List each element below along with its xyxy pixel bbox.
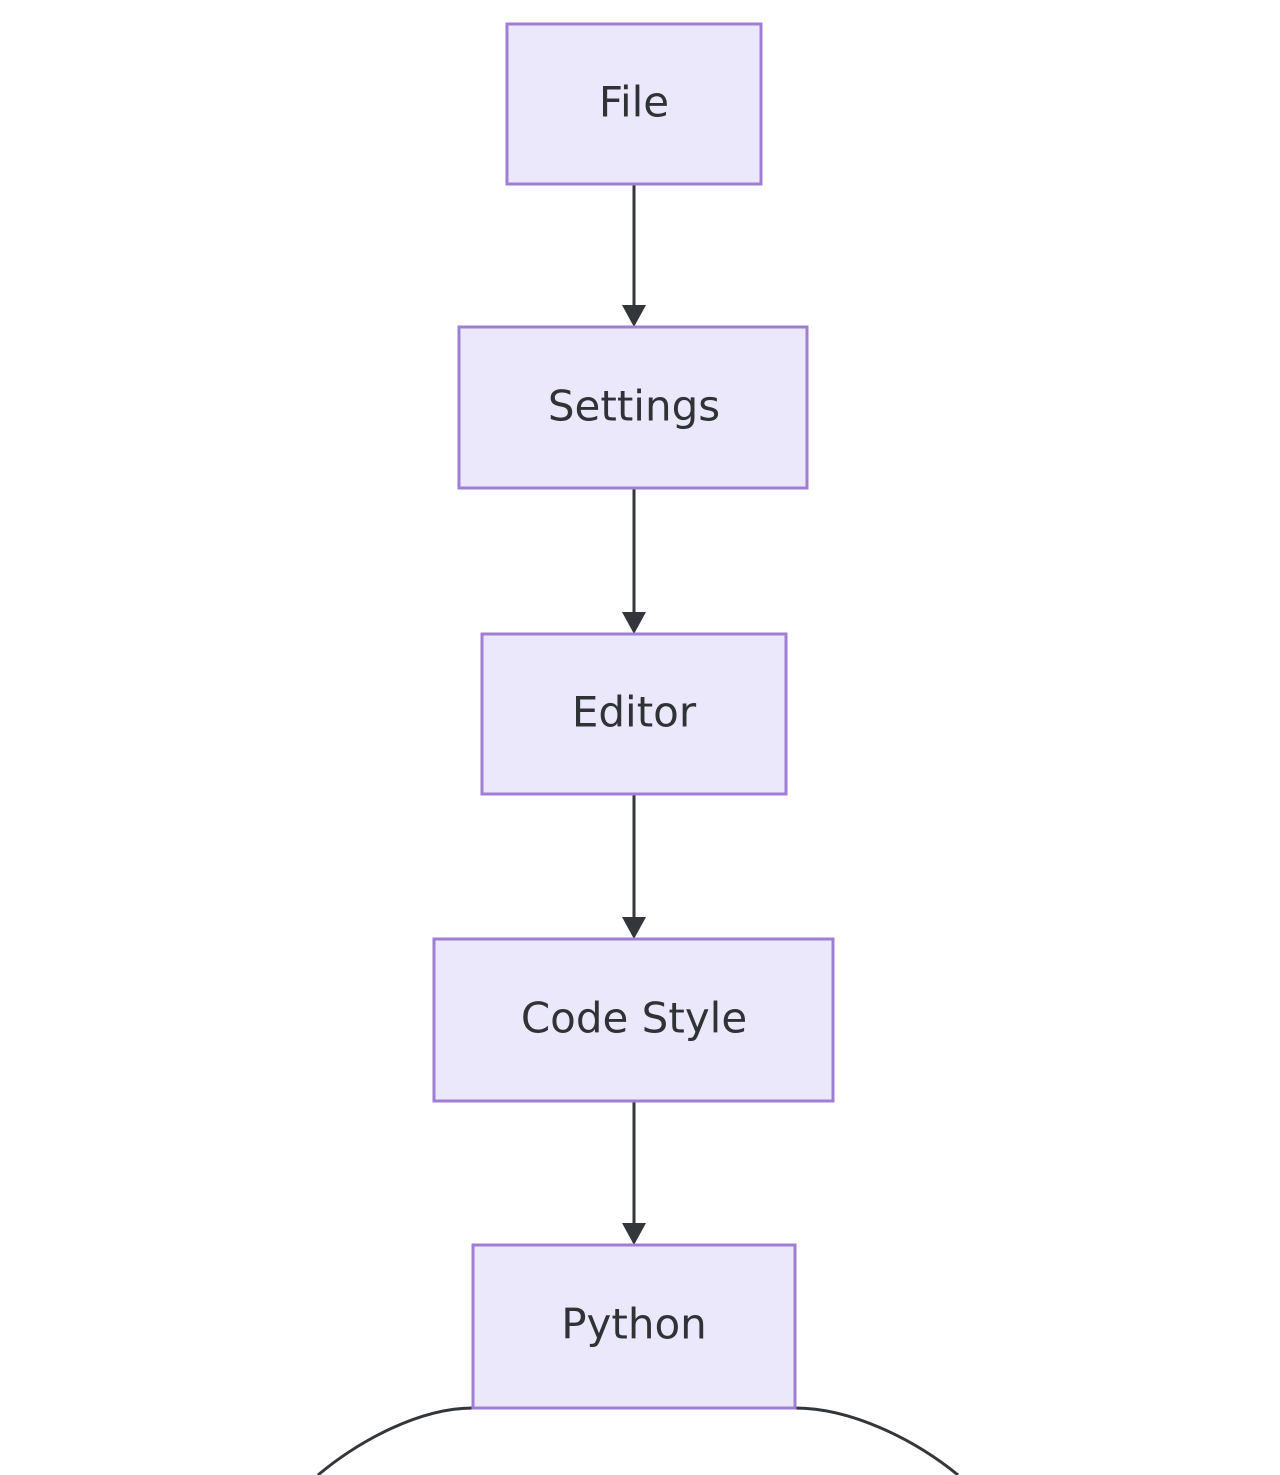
edge-settings-to-editor <box>622 488 646 634</box>
node-editor-box[interactable] <box>480 632 788 796</box>
node-settings-label: Settings <box>548 382 720 431</box>
node-code-style[interactable]: Code Style <box>432 937 835 1103</box>
arrowhead-settings-editor <box>622 612 646 634</box>
arrowhead-editor-codestyle <box>622 917 646 939</box>
arrowhead-file-settings <box>622 305 646 327</box>
edge-file-to-settings <box>622 184 646 327</box>
edge-code-style-to-python <box>622 1101 646 1245</box>
edge-group <box>317 184 959 1475</box>
arrowhead-codestyle-python <box>622 1223 646 1245</box>
node-python-label: Python <box>561 1300 707 1349</box>
node-code-style-box[interactable] <box>432 937 835 1103</box>
node-python[interactable]: Python <box>471 1243 797 1410</box>
node-editor-label: Editor <box>572 688 697 737</box>
node-settings[interactable]: Settings <box>457 325 809 490</box>
node-settings-box[interactable] <box>457 325 809 490</box>
node-file-label: File <box>599 78 669 127</box>
node-python-box[interactable] <box>471 1243 797 1410</box>
node-group: File Settings Editor Code Style Python <box>432 22 835 1410</box>
edge-python-branch-left <box>317 1406 474 1475</box>
node-file-box[interactable] <box>505 22 763 186</box>
edge-editor-to-code-style <box>622 794 646 939</box>
edge-python-branch-right <box>794 1406 959 1475</box>
node-file[interactable]: File <box>505 22 763 186</box>
node-editor[interactable]: Editor <box>480 632 788 796</box>
node-code-style-label: Code Style <box>521 994 747 1043</box>
